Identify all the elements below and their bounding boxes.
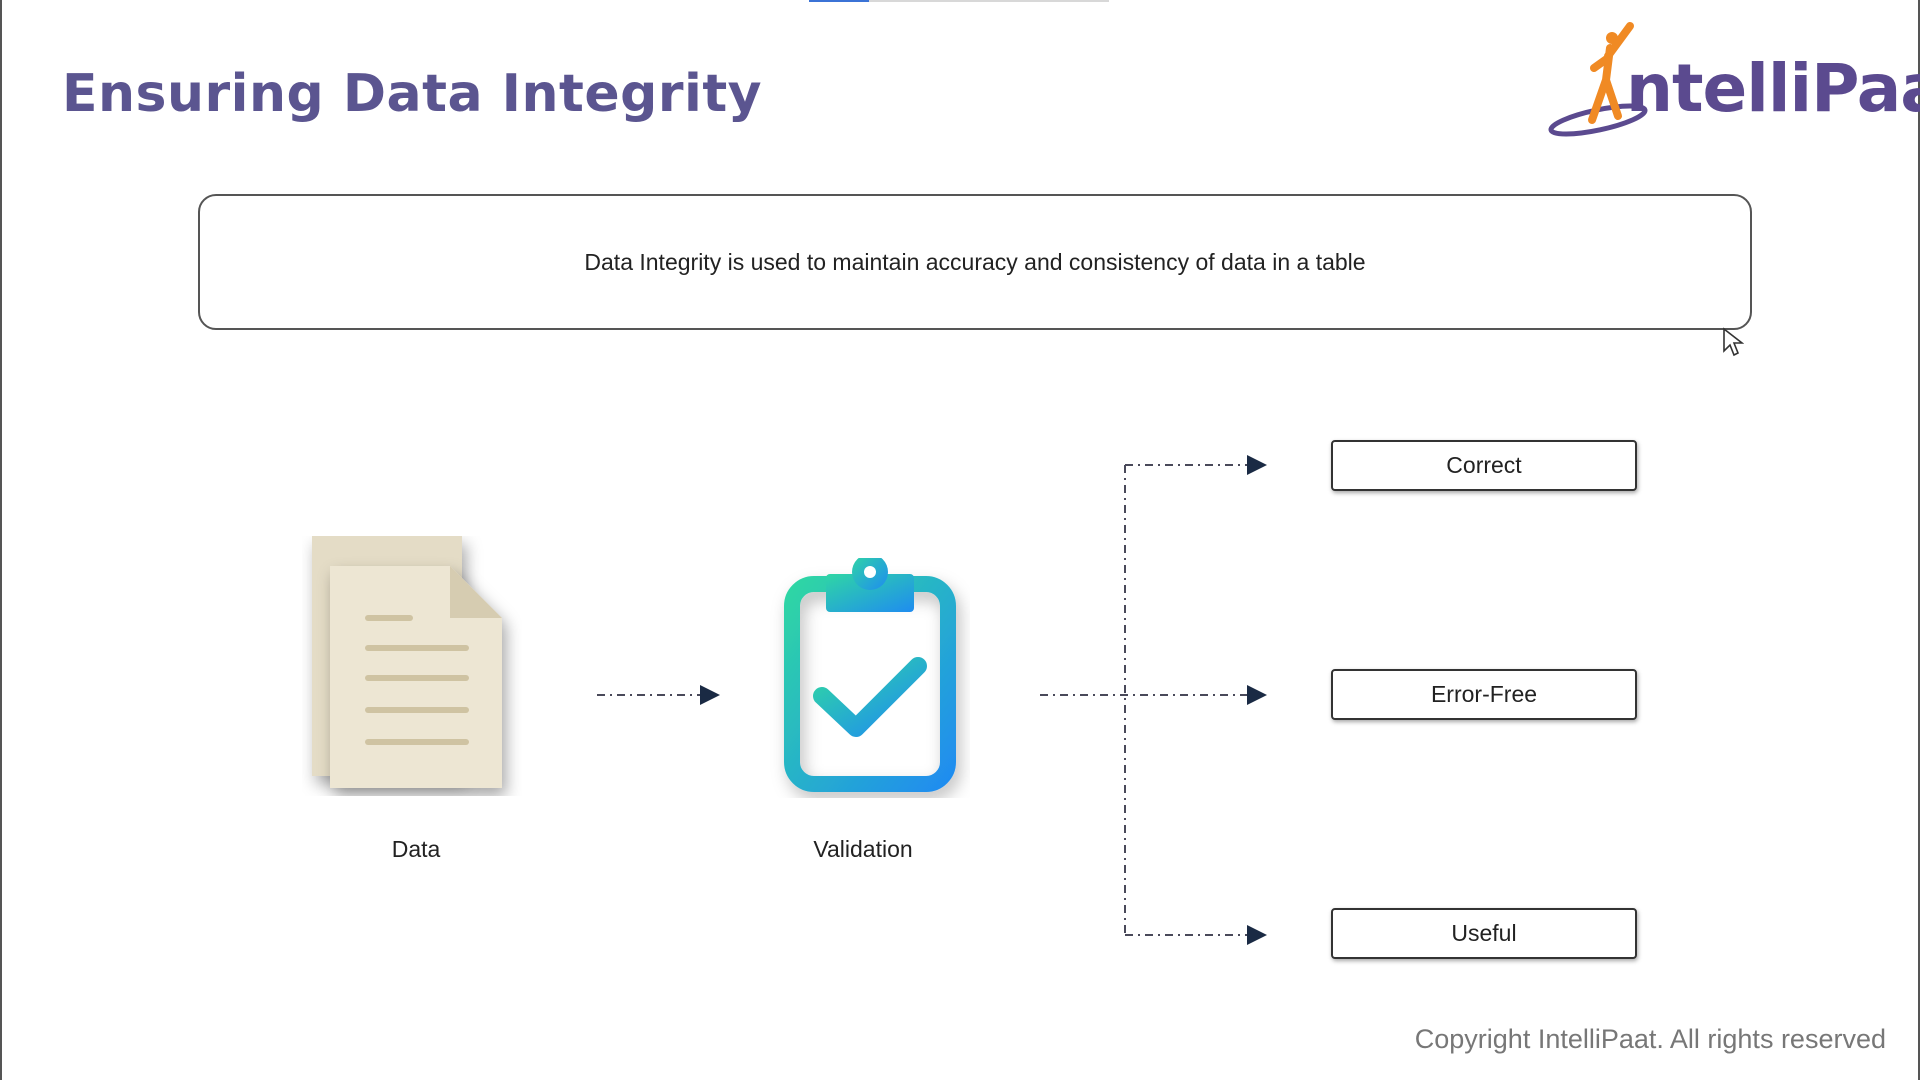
document-icon: [312, 536, 502, 788]
data-label: Data: [391, 836, 441, 862]
definition-box: Data Integrity is used to maintain accur…: [198, 194, 1752, 330]
progress-indicator: [809, 0, 869, 2]
copyright-notice: Copyright IntelliPaat. All rights reserv…: [1414, 1024, 1886, 1054]
slide-title: Ensuring Data Integrity: [62, 64, 763, 124]
outcome-error-free: Error-Free: [1331, 669, 1637, 720]
logo-text: ntelliPaat: [1626, 50, 1920, 127]
definition-text: Data Integrity is used to maintain accur…: [584, 248, 1366, 275]
mouse-cursor-icon: [1723, 327, 1744, 357]
progress-track: [809, 0, 1109, 2]
intellipaat-logo: ntelliPaat: [1548, 20, 1920, 150]
validation-label: Validation: [813, 836, 913, 862]
outcome-useful: Useful: [1331, 908, 1637, 959]
clipboard-check-icon: [784, 558, 956, 792]
frame-left-edge: [0, 0, 2, 1080]
outcome-correct: Correct: [1331, 440, 1637, 491]
frame-right-edge: [1918, 0, 1920, 1080]
logo-figure-icon: [1548, 22, 1648, 137]
